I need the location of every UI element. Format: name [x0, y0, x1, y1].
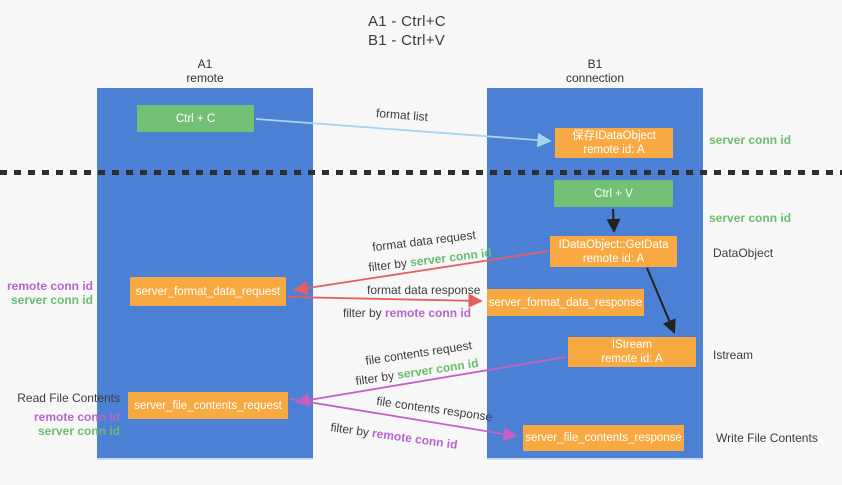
ctrl-c-node: Ctrl + C [137, 105, 254, 132]
left-mid-conn-id-group: remote conn id server conn id [0, 279, 93, 307]
save-idataobject-line2: remote id: A [583, 144, 645, 156]
lane-header-a1: A1 remote [97, 57, 313, 85]
write-file-contents-label: Write File Contents [716, 431, 818, 445]
istream-line2: remote id: A [601, 353, 663, 365]
server-file-contents-request-label: server_file_contents_request [134, 399, 282, 412]
remote-conn-id-left-bottom: remote conn id [33, 410, 120, 424]
istream-line1: IStream [611, 339, 653, 351]
dataobject-side-label: DataObject [713, 246, 774, 260]
ctrl-v-node: Ctrl + V [554, 180, 673, 207]
diagram-title: A1 - Ctrl+C B1 - Ctrl+V [368, 12, 446, 50]
remote-conn-id-filter-4: remote conn id [371, 426, 459, 452]
server-conn-id-filter-1: server conn id [409, 245, 493, 270]
server-file-contents-response-label: server_file_contents_response [525, 432, 682, 444]
server-conn-id-right-top: server conn id [709, 133, 792, 147]
filter-by-text-1: filter by [367, 255, 412, 275]
ctrl-c-label: Ctrl + C [175, 112, 216, 125]
server-format-data-response-node: server_format_data_response [487, 289, 644, 316]
idataobject-getdata-node: IDataObject::GetData remote id: A [550, 236, 677, 267]
filter-by-text-3: filter by [354, 368, 399, 389]
remote-conn-id-filter-2: remote conn id [385, 306, 472, 320]
istream-node: IStream remote id: A [568, 337, 696, 367]
file-contents-response-label: file contents response [375, 393, 494, 425]
format-data-response-filter: filter by remote conn id [343, 306, 471, 320]
lane-a1-subtitle: remote [186, 71, 224, 85]
istream-side-label: Istream [713, 348, 754, 362]
server-format-data-response-label: server_format_data_response [488, 296, 643, 309]
format-list-label: format list [375, 105, 429, 125]
server-conn-id-right-mid: server conn id [709, 211, 792, 225]
format-data-response-label: format data response [367, 283, 481, 297]
server-conn-id-left-bottom: server conn id [37, 424, 120, 438]
filter-by-text-4: filter by [329, 420, 374, 440]
read-file-contents-group: Read File Contents remote conn id server… [0, 391, 120, 438]
format-data-response-arrow [287, 293, 483, 308]
remote-conn-id-left-mid: remote conn id [6, 279, 93, 293]
lane-header-b1: B1 connection [487, 57, 703, 85]
read-file-contents-label: Read File Contents [17, 391, 120, 405]
copy-paste-divider-line [0, 170, 842, 175]
filter-by-text-2: filter by [343, 306, 386, 320]
server-conn-id-left-mid: server conn id [10, 293, 93, 307]
file-contents-response-filter: filter by remote conn id [330, 420, 459, 452]
server-format-data-request-node: server_format_data_request [130, 277, 286, 306]
lane-a1-name: A1 [197, 57, 213, 71]
ctrl-v-label: Ctrl + V [594, 187, 633, 200]
server-file-contents-request-node: server_file_contents_request [128, 392, 288, 419]
getdata-line1: IDataObject::GetData [558, 238, 669, 251]
title-line-1: A1 - Ctrl+C [368, 13, 446, 30]
server-format-data-request-label: server_format_data_request [135, 285, 281, 298]
save-idataobject-line1: 保存IDataObject [572, 130, 656, 142]
lane-b1-name: B1 [587, 57, 603, 71]
save-idataobject-node: 保存IDataObject remote id: A [555, 128, 673, 158]
getdata-line2: remote id: A [582, 252, 645, 265]
lane-b1-subtitle: connection [565, 71, 625, 85]
server-file-contents-response-node: server_file_contents_response [523, 425, 684, 451]
title-line-2: B1 - Ctrl+V [368, 32, 446, 49]
